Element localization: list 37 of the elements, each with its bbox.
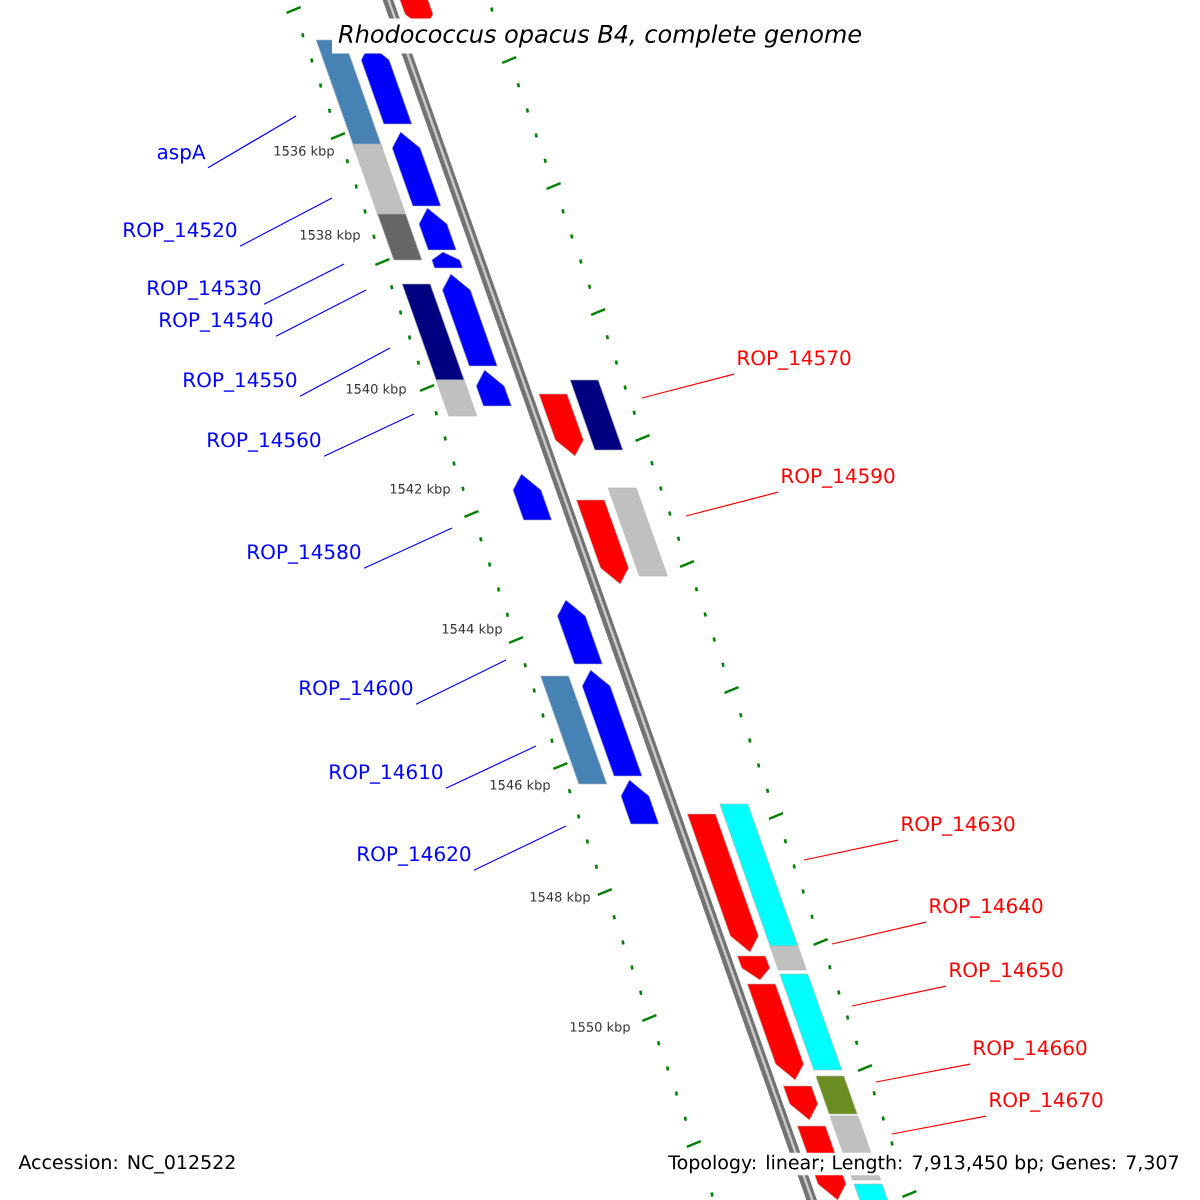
leader-line [363, 527, 453, 569]
gene-label: ROP_14550 [184, 372, 297, 392]
leader-line [445, 745, 537, 789]
title-text: Rhodococcus opacus B4, complete genome [332, 18, 868, 54]
leader-line [851, 985, 947, 1007]
leader-line [473, 825, 567, 871]
leader-line [685, 491, 779, 517]
footer-text: Topology: linear; Length: 7,913,450 bp; Genes: 7,307 [666, 1152, 1182, 1176]
gene-label: ROP_14600 [300, 680, 413, 700]
gene-label: ROP_14640 [930, 898, 1043, 918]
gene-label: ROP_14660 [974, 1040, 1087, 1060]
gene-label: ROP_14590 [782, 468, 895, 488]
gene-label: ROP_14570 [738, 350, 851, 370]
gene-label: ROP_14630 [902, 816, 1015, 836]
leader-line [641, 373, 735, 399]
gene-label: ROP_14530 [148, 280, 261, 300]
leader-line [831, 921, 927, 945]
gene-label: ROP_14650 [950, 962, 1063, 982]
gene-label: aspA [157, 144, 206, 164]
gene-label: ROP_14540 [160, 312, 273, 332]
gene-label: ROP_14620 [358, 846, 471, 866]
leader-line [323, 413, 415, 457]
leader-line [299, 347, 391, 397]
leader-line [803, 839, 899, 861]
leader-line [891, 1115, 987, 1135]
leader-line [275, 289, 367, 337]
leader-line [207, 115, 297, 169]
leader-line [875, 1063, 971, 1083]
leader-line [415, 659, 507, 705]
gene-label: ROP_14670 [990, 1092, 1103, 1112]
gene-label: ROP_14610 [330, 764, 443, 784]
leader-line [239, 197, 333, 247]
gene-label: ROP_14580 [248, 544, 361, 564]
leader-line [263, 263, 345, 305]
gene-label: ROP_14560 [208, 432, 321, 452]
gene-label: ROP_14520 [124, 222, 237, 242]
footer-text: Accession: NC_012522 [16, 1152, 239, 1176]
